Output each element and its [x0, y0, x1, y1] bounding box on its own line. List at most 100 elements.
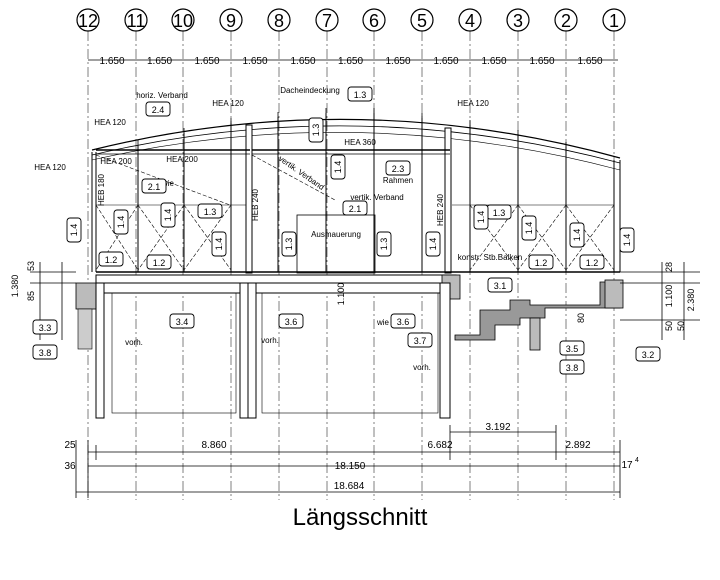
- tag-frame: [407, 332, 433, 348]
- tag-label: 2.1: [148, 182, 161, 192]
- tag-frame: [487, 277, 513, 293]
- right-dimension: 50: [676, 321, 686, 331]
- tag-2-1: 2.1: [342, 200, 368, 216]
- axis-label: 1: [609, 11, 619, 31]
- tag-frame: [308, 117, 324, 143]
- bottom-dimension: 2.892: [565, 440, 590, 451]
- top-dimension-value: 1.650: [147, 56, 172, 67]
- tag-frame: [113, 209, 129, 235]
- tag-1-4: 1.4: [473, 204, 489, 230]
- tag-frame: [32, 319, 58, 335]
- lower-walls: [95, 282, 451, 419]
- tag-frame: [281, 231, 297, 257]
- hea200-label: HEA 200: [166, 155, 198, 164]
- drawing-caption: Längsschnitt: [292, 504, 428, 531]
- tag-frame: [559, 340, 585, 356]
- tag-label: 1.4: [428, 238, 438, 251]
- tag-1-4: 1.4: [521, 215, 537, 241]
- tag-label: 1.2: [535, 258, 548, 268]
- axis-marker-7: 7: [315, 8, 339, 500]
- tag-label: 1.3: [284, 238, 294, 251]
- same-as-label: wie: [376, 318, 390, 327]
- tag-frame: [619, 227, 635, 253]
- tag-label: 1.4: [163, 209, 173, 222]
- hea120-label: HEA 120: [34, 163, 66, 172]
- tag-frame: [66, 217, 82, 243]
- tag-label: 1.2: [105, 255, 118, 265]
- tag-frame: [425, 231, 441, 257]
- tag-frame: [569, 222, 585, 248]
- tag-label: 1.4: [476, 211, 486, 224]
- axis-label: 10: [173, 11, 193, 31]
- concrete-beam-label: konstr. Stb.Balken: [458, 253, 522, 262]
- tag-1-3: 1.3: [281, 231, 297, 257]
- tag-frame: [635, 346, 661, 362]
- tag-frame: [211, 231, 227, 257]
- axis-label: 2: [561, 11, 571, 31]
- bottom-dimension: 6.682: [427, 440, 452, 451]
- right-dimension: 1.100: [664, 285, 674, 308]
- tag-frame: [521, 215, 537, 241]
- tag-label: 1.2: [153, 258, 166, 268]
- axis-label: 7: [322, 11, 332, 31]
- tag-1-4: 1.4: [66, 217, 82, 243]
- tag-frame: [579, 254, 605, 270]
- existing-label: vorh.: [261, 336, 279, 345]
- tag-frame: [145, 101, 171, 117]
- axis-label: 11: [127, 11, 146, 31]
- tag-3-6: 3.6: [278, 313, 304, 329]
- hea360-label: HEA 360: [344, 138, 376, 147]
- top-dimension-value: 1.650: [529, 56, 554, 67]
- right-dimension: 80: [576, 313, 586, 323]
- masonry-infill-label: Ausmauerung: [311, 230, 361, 239]
- tag-label: 3.1: [494, 281, 507, 291]
- overall-dimension: 18.684: [334, 481, 365, 492]
- bottom-dimension: 18.150: [335, 461, 366, 472]
- tag-label: 1.3: [354, 90, 367, 100]
- tag-label: 1.4: [524, 222, 534, 235]
- top-dimension-value: 1.650: [433, 56, 458, 67]
- roof-covering-label: Dacheindeckung: [280, 86, 340, 95]
- tag-1-4: 1.4: [211, 231, 227, 257]
- tag-1-4: 1.4: [113, 209, 129, 235]
- tag-1-3: 1.3: [486, 204, 512, 220]
- vertical-bracing-label: vertik. Verband: [350, 193, 403, 202]
- top-dimension-value: 1.650: [577, 56, 602, 67]
- tag-label: 3.3: [39, 323, 52, 333]
- existing-label: vorh.: [125, 338, 143, 347]
- left-dimension: 1.380: [10, 275, 20, 298]
- tag-label: 1.4: [214, 238, 224, 251]
- tag-1-4: 1.4: [569, 222, 585, 248]
- tag-label: 3.6: [397, 317, 410, 327]
- tag-label: 1.3: [204, 207, 217, 217]
- tag-frame: [330, 154, 346, 180]
- tag-3-4: 3.4: [169, 313, 195, 329]
- tag-label: 1.3: [311, 124, 321, 137]
- axis-marker-11: 11: [124, 8, 148, 500]
- tag-frame: [146, 254, 172, 270]
- columns: [91, 113, 621, 274]
- axis-label: 6: [369, 11, 379, 31]
- tag-2-4: 2.4: [145, 101, 171, 117]
- top-dimension-value: 1.650: [385, 56, 410, 67]
- axis-label: 4: [465, 11, 475, 31]
- tag-label: 2.1: [349, 204, 362, 214]
- bottom-dimension: 25: [64, 440, 76, 451]
- tag-3-7: 3.7: [407, 332, 433, 348]
- left-dimension: 53: [26, 261, 36, 271]
- ausmauerung-outline: [296, 214, 376, 274]
- hea120-label: HEA 120: [457, 99, 489, 108]
- tag-label: 2.4: [152, 105, 165, 115]
- right-foundation: [529, 279, 624, 351]
- left-dimension: 85: [26, 291, 36, 301]
- top-dimension-value: 1.650: [99, 56, 124, 67]
- tag-1-3: 1.3: [197, 203, 223, 219]
- tag-label: 1.2: [586, 258, 599, 268]
- tag-1-3: 1.3: [347, 86, 373, 102]
- frame-label: Rahmen: [383, 176, 413, 185]
- tag-label: 3.8: [566, 363, 579, 373]
